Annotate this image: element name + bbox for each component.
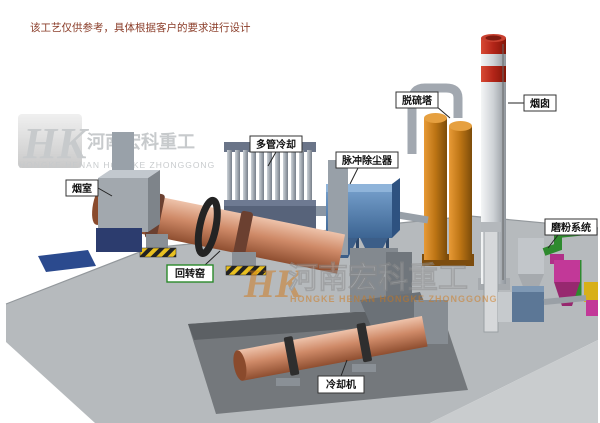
watermark-center-monogram: HK (243, 261, 304, 306)
label-smoke-chamber: 烟室 (65, 179, 113, 197)
label-pulse-dust-collector: 脉冲除尘器 (335, 151, 399, 185)
desulfurization-towers (407, 83, 474, 266)
svg-text:多管冷却: 多管冷却 (256, 138, 296, 151)
watermark-company-cn: 河南宏科重工 (87, 131, 195, 152)
watermark-center-company-en: HONGKE HENAN HONGKE ZHONGGONG (290, 294, 498, 304)
watermark-plate (18, 114, 82, 168)
watermark-logo-center: HK 河南宏科重工 HONGKE HENAN HONGKE ZHONGGONG (243, 261, 498, 306)
svg-text:磨粉系统: 磨粉系统 (550, 221, 591, 234)
label-grinding-system: 磨粉系统 (544, 218, 598, 249)
label-chimney: 烟囱 (508, 94, 557, 112)
kiln-supports (139, 234, 267, 276)
label-cooling-machine: 冷却机 (317, 359, 365, 394)
svg-text:回转窑: 回转窑 (175, 267, 205, 280)
label-desulfurization-tower: 脱硫塔 (395, 91, 451, 119)
svg-text:脉冲除尘器: 脉冲除尘器 (341, 154, 393, 167)
smoke-chamber (96, 132, 160, 252)
svg-text:烟室: 烟室 (72, 182, 92, 195)
label-multi-tube-cooler: 多管冷却 (249, 135, 303, 167)
svg-text:冷却机: 冷却机 (326, 378, 356, 391)
cooling-machine (233, 300, 448, 386)
label-rotary-kiln: 回转窑 (166, 250, 221, 283)
mill-duct (543, 295, 587, 305)
foundation-pad (38, 250, 96, 272)
svg-text:脱硫塔: 脱硫塔 (402, 94, 433, 107)
watermark-center-company-cn: 河南宏科重工 (288, 261, 468, 295)
watermark-monogram: HK (22, 119, 89, 168)
disclaimer-text: 该工艺仅供参考，具体根据客户的要求进行设计 (30, 21, 251, 34)
grinding-system-equipment (481, 222, 598, 333)
svg-text:烟囱: 烟囱 (530, 97, 550, 110)
